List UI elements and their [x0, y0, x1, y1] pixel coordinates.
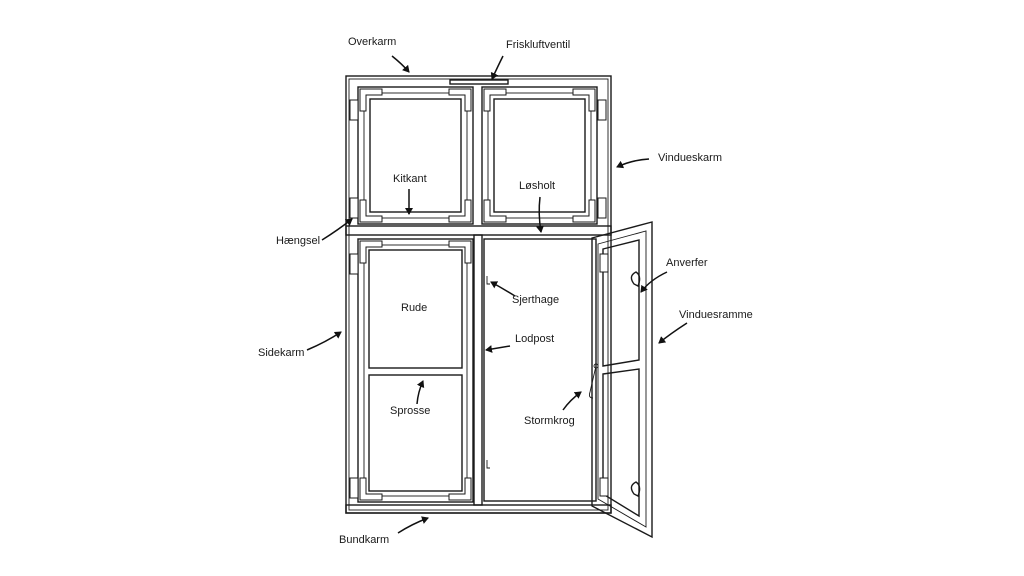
label-sidekarm: Sidekarm: [258, 347, 305, 359]
label-anverfer: Anverfer: [666, 257, 708, 269]
label-stormkrog: Stormkrog: [524, 415, 575, 427]
label-arrows: [306, 55, 688, 534]
label-vinduesramme: Vinduesramme: [679, 309, 753, 321]
label-sjerthage: Sjerthage: [512, 294, 560, 306]
sjerthage-hooks: [486, 276, 490, 469]
label-haengsel: Hængsel: [276, 235, 321, 247]
label-vindueskarm: Vindueskarm: [658, 152, 722, 164]
label-sprosse: Sprosse: [390, 405, 431, 417]
label-lodpost: Lodpost: [515, 333, 555, 345]
label-losholt: Løsholt: [519, 180, 556, 192]
label-rude: Rude: [401, 302, 428, 314]
label-bundkarm: Bundkarm: [339, 534, 390, 546]
label-overkarm: Overkarm: [348, 36, 397, 48]
mullion-post: [473, 234, 483, 506]
storm-hook: [588, 363, 599, 399]
outer-frame: [345, 75, 612, 514]
corner-brackets: [359, 88, 596, 501]
opening-bottom-right: [483, 238, 597, 502]
sash-top-left: [357, 86, 474, 225]
label-kitkant: Kitkant: [393, 173, 427, 185]
transom-bar: [345, 225, 612, 236]
label-friskluftventil: Friskluftventil: [506, 39, 571, 51]
fresh-air-vent: [449, 79, 509, 85]
hinges: [349, 99, 607, 499]
open-sash: [591, 221, 653, 539]
sash-bottom-left: [357, 238, 474, 503]
